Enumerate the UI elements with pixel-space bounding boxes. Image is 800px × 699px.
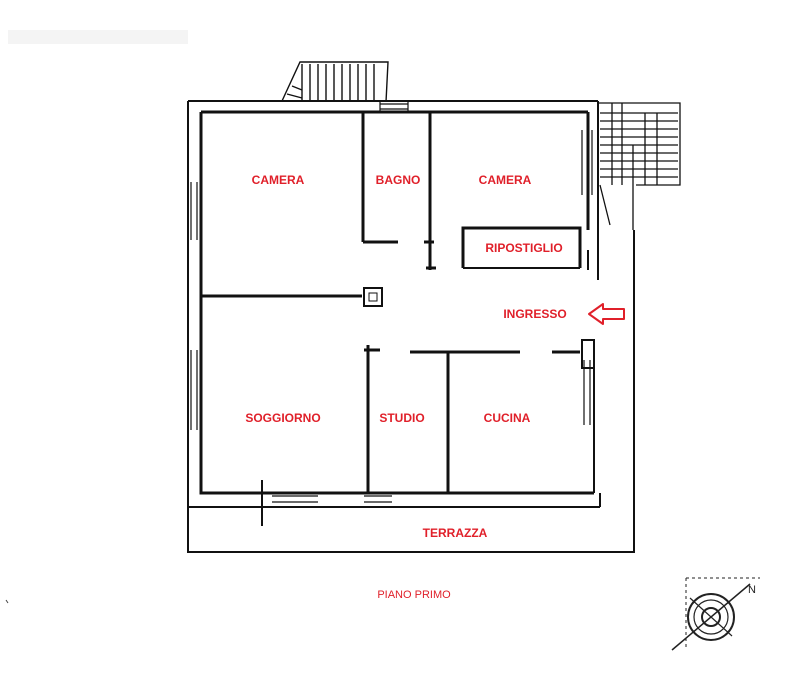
compass-north-letter: N — [748, 584, 756, 596]
column-inner — [368, 292, 378, 302]
room-label-studio: STUDIO — [379, 411, 424, 425]
room-label-ripostiglio: RIPOSTIGLIO — [485, 241, 562, 255]
floor-label: PIANO PRIMO — [377, 589, 451, 601]
room-label-cucina: CUCINA — [484, 411, 531, 425]
interior-walls — [201, 112, 595, 493]
windows — [190, 101, 593, 503]
margin-tick — [5, 599, 9, 604]
header-smudge — [8, 30, 188, 44]
room-label-terrazza: TERRAZZA — [423, 526, 488, 540]
entrance-arrow-icon — [588, 303, 625, 325]
room-label-ingresso: INGRESSO — [503, 307, 566, 321]
room-label-soggiorno: SOGGIORNO — [245, 411, 320, 425]
room-label-camera-left: CAMERA — [252, 173, 305, 187]
column-element — [363, 287, 383, 307]
stairs-top-left — [281, 61, 389, 103]
outer-walls — [187, 100, 635, 553]
compass-rose-icon — [671, 577, 760, 651]
room-label-camera-right: CAMERA — [479, 173, 532, 187]
room-label-bagno: BAGNO — [376, 173, 421, 187]
stairs-right — [598, 102, 681, 230]
